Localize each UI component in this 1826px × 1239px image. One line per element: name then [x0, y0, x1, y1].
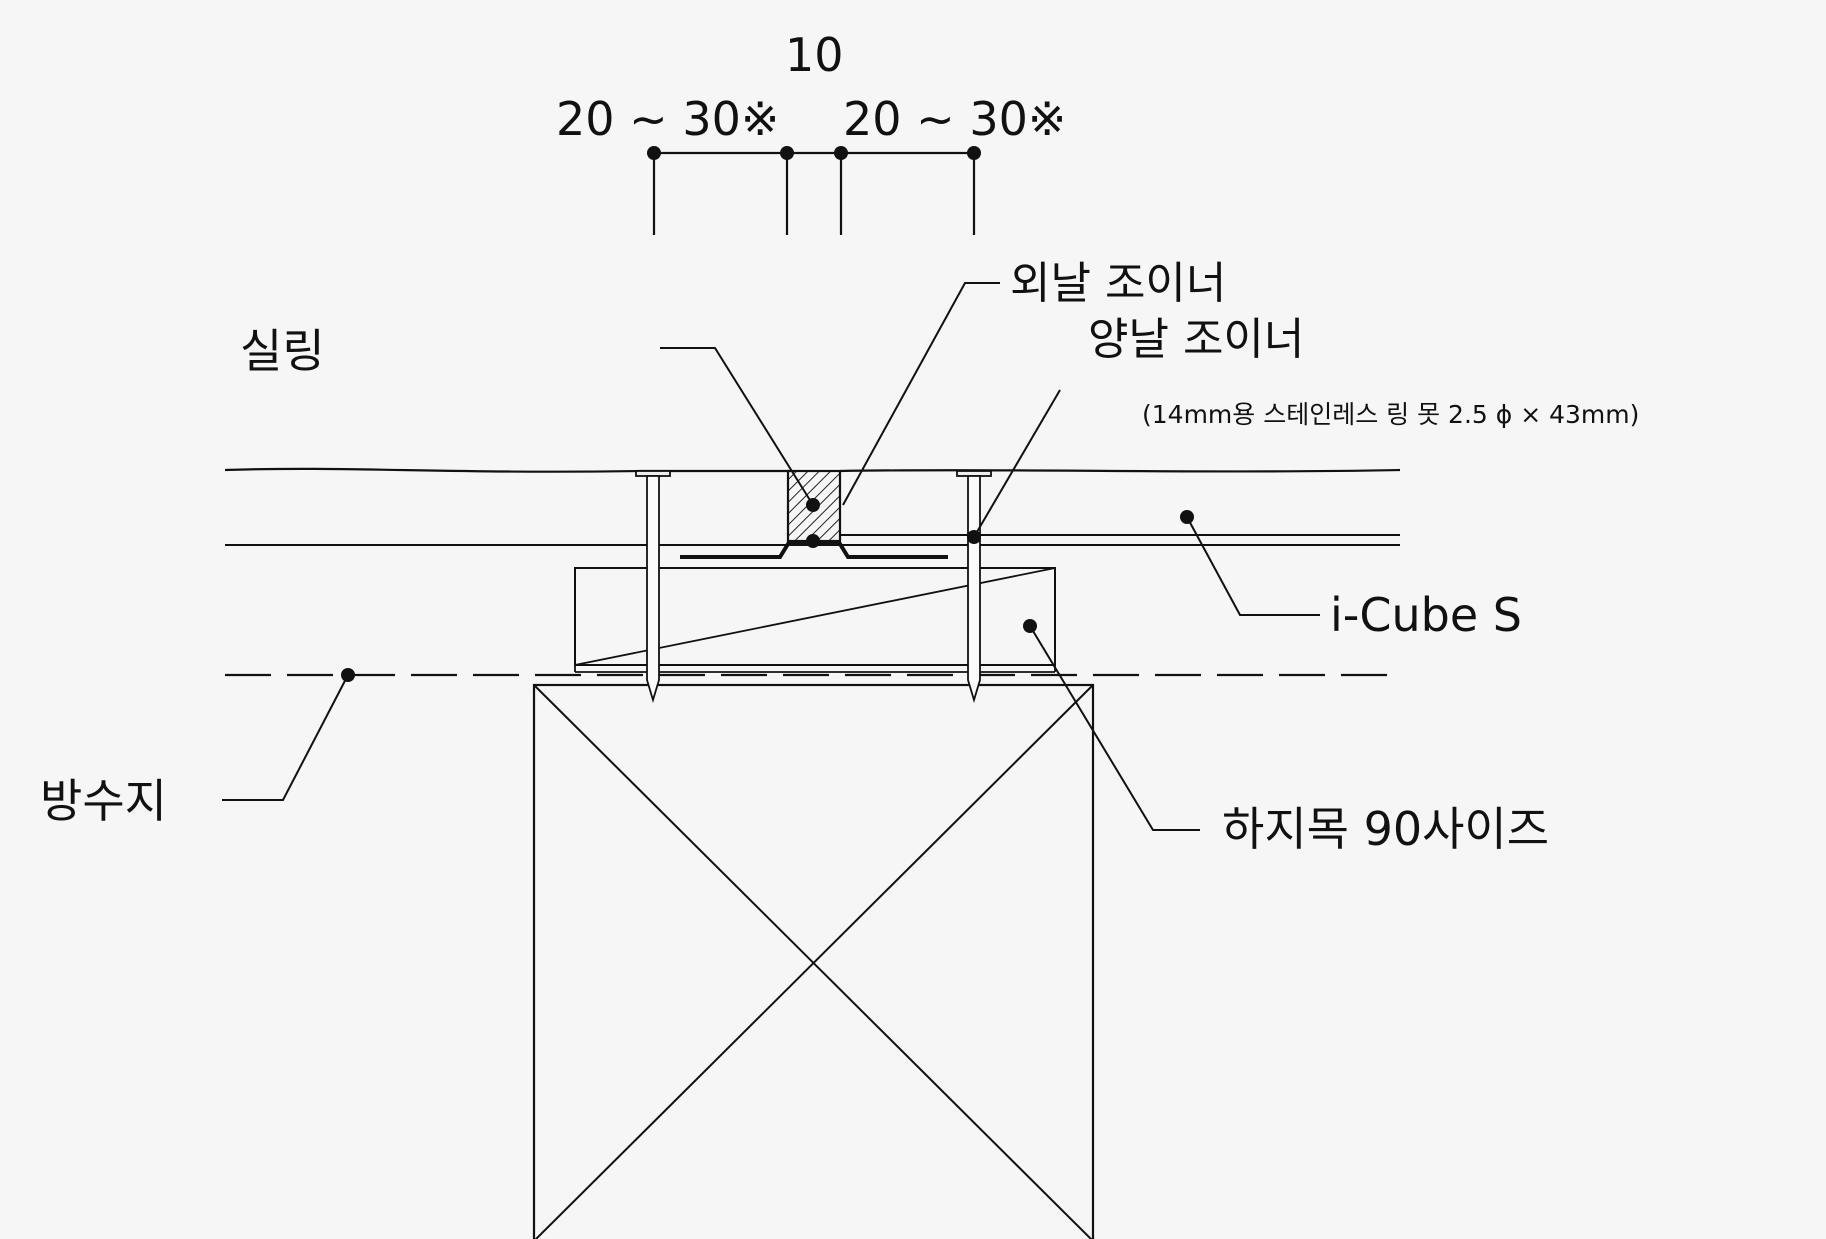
- nail-left: [635, 470, 671, 704]
- label-single-joiner: 외날 조이너: [1010, 258, 1227, 309]
- label-waterproof: 방수지: [40, 774, 167, 828]
- icube-block: [574, 567, 1056, 666]
- label-nail-spec: (14mm용 스테인레스 링 못 2.5 ϕ × 43mm): [1142, 400, 1640, 429]
- label-icube: i-Cube S: [1330, 588, 1522, 642]
- leader-dots: [341, 498, 1194, 682]
- dimension-top: 10: [785, 28, 844, 82]
- label-base-wood: 하지목 90사이즈: [1222, 802, 1550, 856]
- label-double-joiner: 양날 조이너: [1088, 314, 1305, 365]
- label-sealing: 실링: [240, 324, 325, 378]
- base-wood: [532, 683, 1095, 1239]
- leader-lines: [222, 282, 1320, 831]
- dimension-line: [652, 151, 976, 235]
- dimension-dots: [647, 146, 981, 160]
- panel-top-surface: [224, 467, 1401, 473]
- dimension-right: 20 ~ 30※: [843, 92, 1067, 146]
- dimension-left: 20 ~ 30※: [556, 92, 780, 146]
